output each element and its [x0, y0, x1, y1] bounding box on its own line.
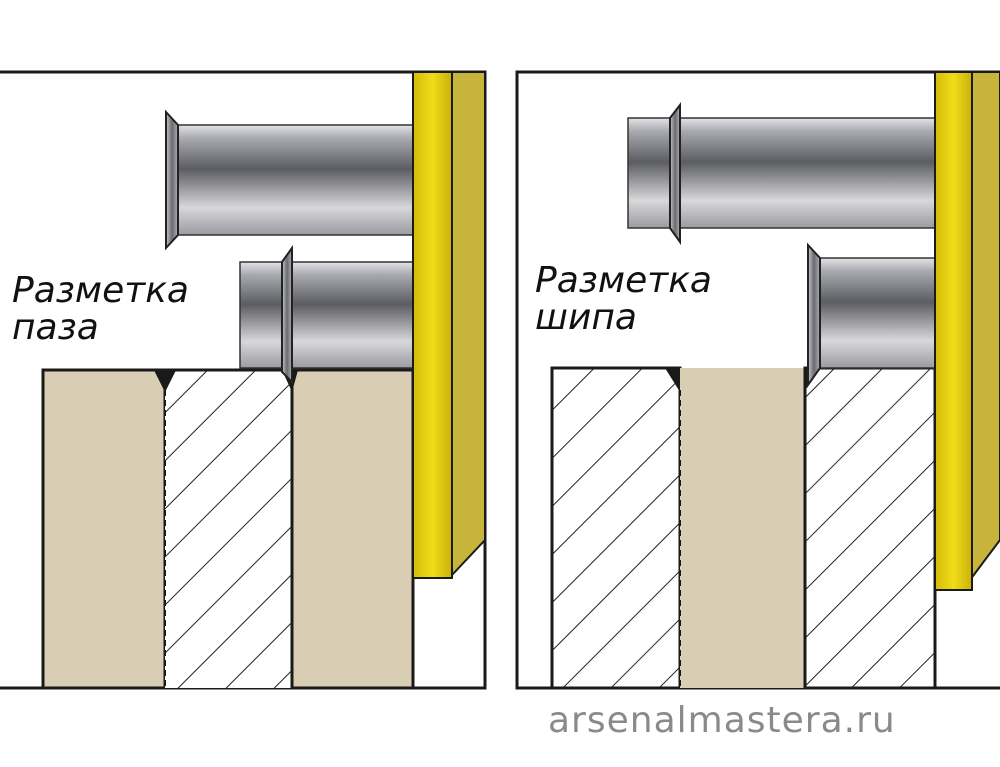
gauge-bar: [819, 257, 936, 369]
hatched-groove-area: [165, 370, 292, 688]
notch-mark: [665, 368, 680, 392]
gauge-cutter: [281, 244, 293, 385]
watermark: arsenalmastera.ru: [548, 700, 896, 741]
left-panel: [0, 70, 487, 690]
fence-rear: [969, 71, 1000, 583]
fence-rear: [451, 71, 486, 578]
gauge-cutter: [807, 242, 821, 389]
label-line: Разметка: [535, 260, 712, 301]
gauge-bar: [239, 261, 414, 369]
gauge-bar: [177, 124, 414, 236]
label-line: паза: [12, 307, 99, 348]
right-label: Разметка шипа: [535, 262, 712, 336]
gauge-flange: [165, 109, 179, 251]
tenon: [680, 368, 805, 688]
label-line: Разметка: [12, 270, 189, 311]
left-label: Разметка паза: [12, 272, 189, 346]
right-panel: [515, 70, 1000, 690]
wood-block: [41, 368, 167, 690]
fence: [934, 71, 973, 591]
label-line: шипа: [535, 297, 637, 338]
hatched-waste-area: [803, 366, 937, 690]
fence: [412, 71, 453, 579]
wood-block: [290, 368, 415, 690]
gauge-flange: [669, 102, 681, 246]
hatched-waste-area: [550, 366, 682, 690]
